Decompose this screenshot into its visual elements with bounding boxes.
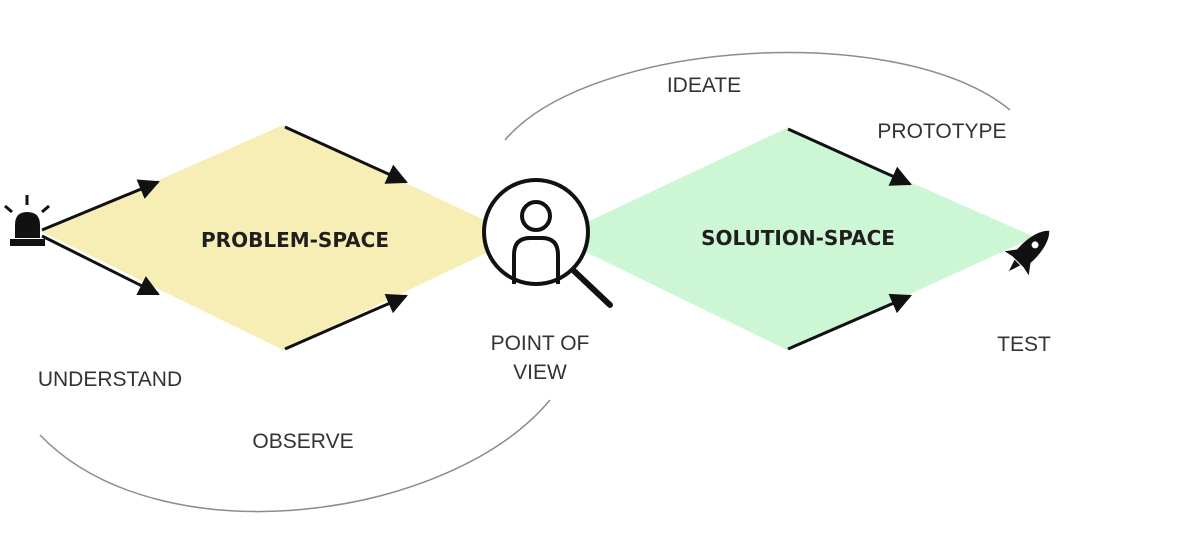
solution-space-diamond	[555, 128, 1035, 350]
observe-label: OBSERVE	[252, 430, 353, 453]
alarm-light-icon	[4, 195, 50, 246]
top-arc	[504, 51, 1011, 141]
arrow-solution-bottom	[787, 293, 912, 351]
rocket-icon	[1004, 230, 1050, 276]
understand-label: UNDERSTAND	[38, 368, 182, 391]
arrow-understand-down	[41, 234, 160, 296]
solution-space-label: SOLUTION-SPACE	[701, 226, 895, 250]
prototype-label: PROTOTYPE	[877, 120, 1006, 143]
point-of-view-label-line2: VIEW	[513, 361, 567, 384]
arrow-problem-top	[284, 125, 408, 184]
arrow-problem-bottom	[284, 293, 408, 351]
problem-space-label: PROBLEM-SPACE	[201, 228, 389, 252]
ideate-label: IDEATE	[667, 74, 741, 97]
arrow-understand-up	[41, 179, 160, 232]
person-magnifier-icon	[482, 178, 613, 308]
bottom-arc	[39, 399, 551, 513]
point-of-view-label-line1: POINT OF	[491, 332, 590, 355]
test-label: TEST	[997, 333, 1051, 356]
arrow-solution-top	[787, 127, 912, 186]
